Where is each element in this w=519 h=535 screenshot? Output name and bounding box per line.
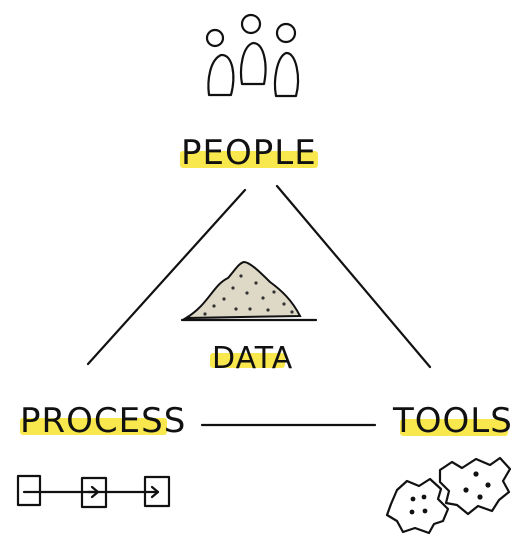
edge-people-process xyxy=(86,188,247,366)
people-label: PEOPLE xyxy=(180,133,318,173)
people-group-icon xyxy=(205,13,300,98)
process-flow-icon xyxy=(16,474,171,509)
data-label-text: DATA xyxy=(212,341,293,376)
triangle-edges xyxy=(86,184,432,427)
edge-people-tools xyxy=(275,184,432,369)
gears-icon xyxy=(385,456,512,535)
process-label-text: PROCESS xyxy=(20,401,186,441)
tools-label-text: TOOLS xyxy=(392,401,513,441)
process-label: PROCESS xyxy=(20,401,186,441)
people-label-text: PEOPLE xyxy=(181,133,317,173)
tools-label: TOOLS xyxy=(392,401,513,441)
data-label: DATA xyxy=(210,341,293,376)
data-pile-icon xyxy=(180,260,318,322)
